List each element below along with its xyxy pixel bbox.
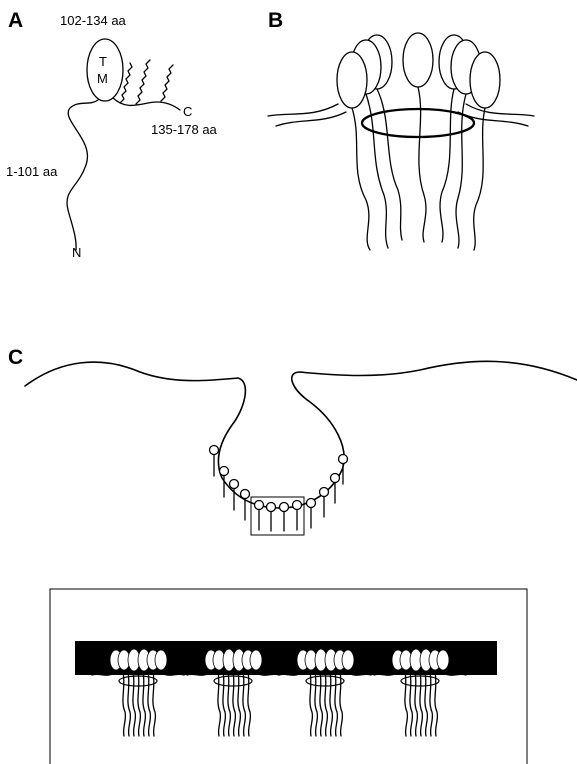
mini-chain — [218, 672, 221, 736]
mini-chain — [315, 672, 318, 736]
bead — [220, 467, 229, 476]
mini-chain — [238, 672, 241, 736]
mini-chain — [153, 672, 156, 736]
bead — [339, 455, 348, 464]
panel-a: A 102-134 aa T M 1-101 aa N C 135-178 aa — [6, 9, 218, 260]
mini-chain — [410, 672, 413, 736]
b-oval — [470, 52, 500, 108]
panel-b: B — [268, 9, 534, 250]
mini-chain — [415, 672, 418, 736]
tm-letter-t: T — [99, 54, 107, 69]
bead — [230, 480, 239, 489]
mini-oval — [250, 650, 262, 670]
mini-chain — [335, 672, 338, 736]
mini-chain — [248, 672, 251, 736]
n-range-label: 1-101 aa — [6, 164, 58, 179]
bead — [241, 490, 250, 499]
mini-chain — [133, 672, 136, 736]
tm-range-label: 102-134 aa — [60, 13, 127, 28]
mini-oval — [342, 650, 354, 670]
bead — [280, 503, 289, 512]
panel-a-letter: A — [8, 9, 23, 32]
lipid-chain-3 — [161, 65, 173, 101]
mini-chain — [435, 672, 438, 736]
b-side-strand-left-1 — [268, 104, 338, 116]
tm-letter-m: M — [97, 71, 108, 86]
mini-chain — [223, 672, 226, 736]
b-chain — [418, 87, 426, 242]
transmembrane-domain-oval — [87, 39, 123, 101]
mini-chain — [405, 672, 408, 736]
mini-chain — [330, 672, 333, 736]
mini-chain — [325, 672, 328, 736]
b-oval — [337, 52, 367, 108]
mini-chain — [128, 672, 131, 736]
mini-chain — [310, 672, 313, 736]
mini-chain — [138, 672, 141, 736]
inset-frame — [50, 589, 527, 764]
n-terminus-label: N — [72, 245, 81, 260]
mini-chain — [320, 672, 323, 736]
b-chain — [456, 94, 466, 248]
membrane-curve — [25, 361, 577, 508]
mini-chain — [430, 672, 433, 736]
mini-oval — [437, 650, 449, 670]
mini-chain — [148, 672, 151, 736]
bead — [320, 488, 329, 497]
n-terminal-chain — [67, 100, 98, 250]
b-side-strand-right-1 — [466, 104, 534, 116]
mini-chain — [143, 672, 146, 736]
palmitoyl-ring — [362, 109, 474, 137]
bead — [267, 503, 276, 512]
c-terminus-label: C — [183, 104, 192, 119]
mini-chain — [340, 672, 343, 736]
mini-ring — [306, 676, 344, 686]
c-range-label: 135-178 aa — [151, 122, 218, 137]
bead — [255, 501, 264, 510]
panel-b-letter: B — [268, 9, 283, 32]
mini-chain — [243, 672, 246, 736]
bead — [293, 501, 302, 510]
mini-ring — [119, 676, 157, 686]
b-oval — [403, 33, 433, 87]
mini-ring — [401, 676, 439, 686]
mini-ring — [214, 676, 252, 686]
bead — [210, 446, 219, 455]
mini-chain — [425, 672, 428, 736]
panel-c: C — [8, 346, 577, 764]
mini-chain — [233, 672, 236, 736]
b-chain — [474, 108, 485, 250]
bead — [331, 474, 340, 483]
mini-chain — [123, 672, 126, 736]
bead — [307, 499, 316, 508]
mini-oval — [155, 650, 167, 670]
lipid-chain-2 — [136, 60, 150, 104]
panel-c-letter: C — [8, 346, 23, 369]
mini-chain — [420, 672, 423, 736]
mini-chain — [228, 672, 231, 736]
